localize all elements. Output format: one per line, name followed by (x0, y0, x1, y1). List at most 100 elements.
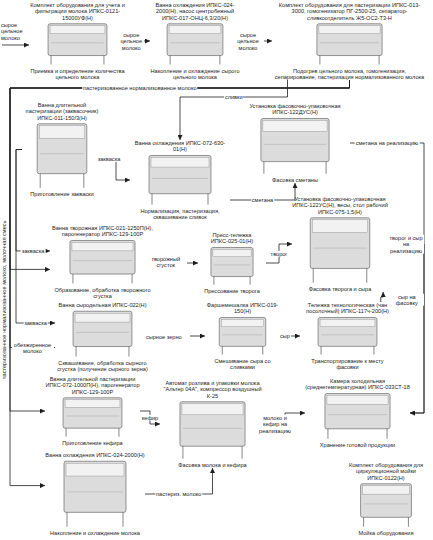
equipment-illustration (361, 484, 412, 527)
equipment-illustration (318, 318, 377, 355)
equipment-illustration (211, 248, 253, 285)
flow-label: творог и сыр на реализацию (388, 235, 424, 254)
equipment-label: Комплект оборудования для пастеризации И… (272, 2, 427, 21)
process-caption: Приготовление закваски (22, 191, 102, 197)
equipment-node: Камера холодильная (среднетемпературная)… (305, 378, 410, 448)
equipment-label: Комплект оборудования для учета и фильтр… (30, 2, 125, 21)
equipment-node: Ванна сыродельная ИПКС-022(Н) Сквашивание… (55, 302, 150, 372)
process-caption: Нормализация, пастеризация, сквашивание … (130, 208, 230, 221)
equipment-illustration (261, 119, 329, 174)
process-caption: Смешивание сыра со сливками (205, 358, 280, 371)
flow-label: обезжиренное молоко (12, 341, 54, 354)
equipment-illustration (73, 311, 132, 356)
equipment-illustration (63, 398, 122, 437)
process-caption: Мойка оборудования (345, 530, 427, 536)
process-caption: Накопление и охлаждение сырого цельного … (150, 68, 240, 81)
flow-label: закваска (23, 320, 48, 326)
equipment-label: Ванна длительной пастеризации (заквасочн… (22, 102, 102, 121)
equipment-node: Комплект оборудования для циркуляционной… (345, 462, 427, 536)
process-caption: Приемка и определение количества цельног… (30, 68, 125, 81)
flow-arrow (140, 411, 160, 424)
equipment-label: Установка фасовочно-упаковочная ИПКС-122… (292, 196, 388, 215)
input-arrow (2, 45, 29, 46)
equipment-illustration (167, 24, 223, 65)
equipment-illustration (48, 24, 107, 65)
equipment-node: Пресс-тележка ИПКС-025-01(Н) Прессование … (198, 232, 266, 294)
flow-label: молоко и кефир на реализацию (255, 415, 295, 434)
flow-arrow (381, 292, 383, 302)
process-caption: Приготовление кефира (45, 440, 140, 446)
bus-label: пастеризованное нормализованное молоко, … (0, 221, 6, 380)
flow-label: сырное зерно (138, 334, 190, 340)
flow-label: кефир (141, 414, 159, 420)
equipment-node: Ванна творожная ИПКС-021-1250П(Н), парог… (50, 225, 155, 299)
equipment-label: Ванна охлаждения ИПКС-072-630-01(Н) (130, 140, 230, 153)
equipment-node: Ванна длительной пастеризации (заквасочн… (22, 102, 102, 197)
flow-arrow (350, 143, 424, 413)
equipment-label: Установка фасовочно-упаковочная ИПКС-122… (240, 103, 350, 116)
equipment-node: Тележка технологическая (чан посолочный)… (300, 302, 395, 370)
process-caption: Накопление и охлаждение молока (45, 530, 145, 536)
process-caption: Прессование творога (198, 288, 266, 294)
equipment-label: Ванна сыродельная ИПКС-022(Н) (55, 302, 150, 308)
equipment-illustration (37, 124, 87, 188)
flow-arrow (10, 80, 350, 269)
input-label: сырое цельное молоко (1, 22, 29, 41)
process-caption: Подогрев цельного молока, гомогенизация,… (272, 68, 427, 81)
equipment-label: Ванна охлаждения ИПКС-024-2000(Н), насос… (150, 2, 240, 21)
flow-label: сырое цельное молоко (118, 32, 144, 51)
flow-label: сливки (224, 94, 244, 100)
equipment-node: Автомат розлива и упаковки молока "Альте… (160, 380, 265, 468)
equipment-node: Ванна охлаждения ИПКС-072-630-01(Н) Норма… (130, 140, 230, 220)
equipment-label: Тележка технологическая (чан посолочный)… (300, 302, 395, 315)
equipment-label: Камера холодильная (среднетемпературная)… (305, 378, 410, 391)
equipment-node: Установка фасовочно-упаковочная ИПКС-122… (240, 103, 350, 183)
flow-arrow (10, 80, 350, 411)
flow-arrow (266, 244, 292, 263)
flow-label: закваска (97, 156, 122, 162)
equipment-node: Ванна охлаждения ИПКС-024-2000(Н), насос… (150, 2, 240, 80)
equipment-illustration (70, 241, 135, 284)
flow-label: творог (270, 250, 289, 256)
process-caption: Транспортирование к месту фасовки (300, 358, 395, 371)
equipment-illustration (317, 24, 382, 65)
illustration-group (37, 24, 411, 527)
equipment-node: Установка фасовочно-упаковочная ИПКС-122… (292, 196, 388, 292)
equipment-node: Ванна охлаждения ИПКС-024-2000(Н) Накопле… (45, 452, 145, 536)
equipment-illustration (180, 402, 245, 459)
flow-label: сырое цельное молоко (232, 32, 264, 51)
process-caption: Фасовка творога и сыра (292, 286, 388, 292)
equipment-node: Фаршемешалка ИПКС-019-150(Н) Смешивание с… (205, 302, 280, 370)
flow-arrow (102, 159, 130, 180)
equipment-illustration (325, 394, 390, 439)
process-caption: Сквашивание, обработка сырного сгустка (… (55, 360, 150, 373)
flow-label: закваска (21, 248, 46, 254)
equipment-label: Фаршемешалка ИПКС-019-150(Н) (205, 302, 280, 315)
flow-arrow (10, 80, 350, 348)
flow-label: сметана (251, 197, 274, 203)
equipment-label: Комплект оборудования для циркуляционной… (345, 462, 427, 481)
flow-label: сыр на фасовку (390, 293, 424, 306)
equipment-label: Автомат розлива и упаковки молока "Альте… (160, 380, 265, 399)
equipment-label: Пресс-тележка ИПКС-025-01(Н) (198, 232, 266, 245)
flow-label: творожный сгусток (145, 256, 187, 269)
flow-label: сметана на реализацию (355, 140, 420, 146)
equipment-label: Ванна охлаждения ИПКС-024-2000(Н) (45, 452, 145, 458)
process-caption: Фасовка сметаны (240, 177, 350, 183)
connector-group (10, 41, 424, 494)
equipment-node: Комплект оборудования для пастеризации И… (272, 2, 427, 80)
flow-label: сыр (279, 333, 291, 339)
process-caption: Образование, обработка творожного сгустк… (50, 287, 155, 300)
flow-arrow (10, 80, 350, 486)
flow-label: пастеризованное нормализованное молоко (82, 85, 198, 91)
equipment-illustration (149, 156, 211, 205)
equipment-node: Комплект оборудования для учета и фильтр… (30, 2, 125, 80)
flow-arrow (16, 150, 55, 324)
flow-label: пастериз. молоко (155, 491, 202, 497)
equipment-node: Ванна длительной пастеризации ИПКС-072-1… (45, 376, 140, 446)
process-caption: Фасовка молока и кефира (160, 462, 265, 468)
